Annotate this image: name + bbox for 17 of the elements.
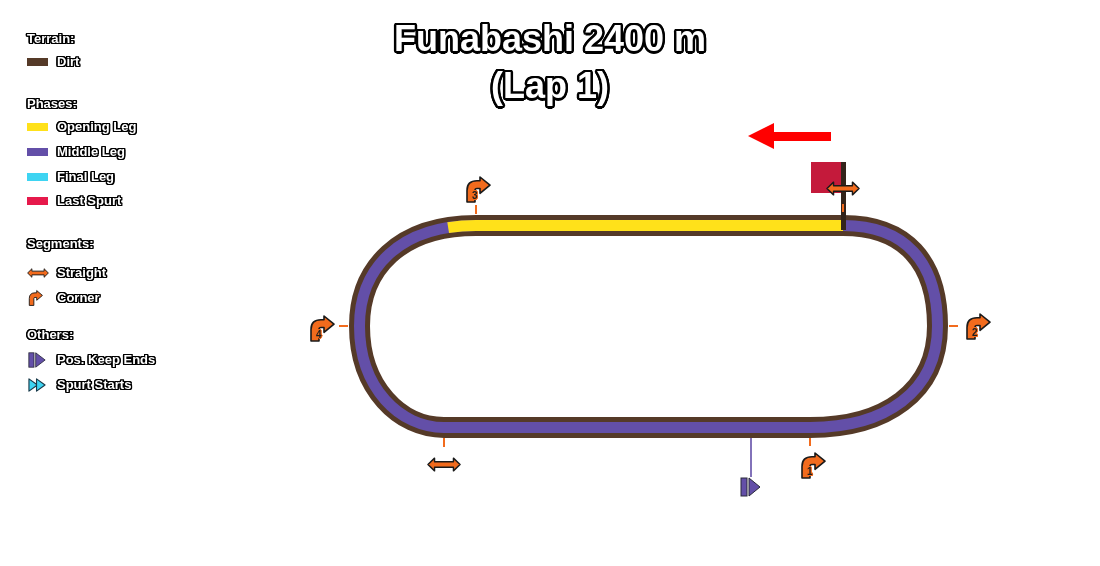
legend-label: Pos. Keep Ends [57,351,156,369]
legend-heading: Others: [27,326,74,344]
legend-label: Final Leg [57,168,115,186]
title: Funabashi 2400 m (Lap 1) [380,15,720,109]
legend-label: Opening Leg [57,118,137,136]
legend-label: Dirt [57,53,80,71]
legend-heading: Terrain: [27,30,75,48]
legend-heading: Segments: [27,235,94,253]
corner-number: 4 [316,329,322,340]
legend-label: Spurt Starts [57,376,132,394]
legend-label: Middle Leg [57,143,125,161]
corner-number: 1 [807,466,813,477]
corner-number: 3 [472,190,478,201]
legend-heading: Phases: [27,95,77,113]
legend-label: Corner [57,289,100,307]
legend-label: Straight [57,264,107,282]
legend-label: Last Spurt [57,192,122,210]
